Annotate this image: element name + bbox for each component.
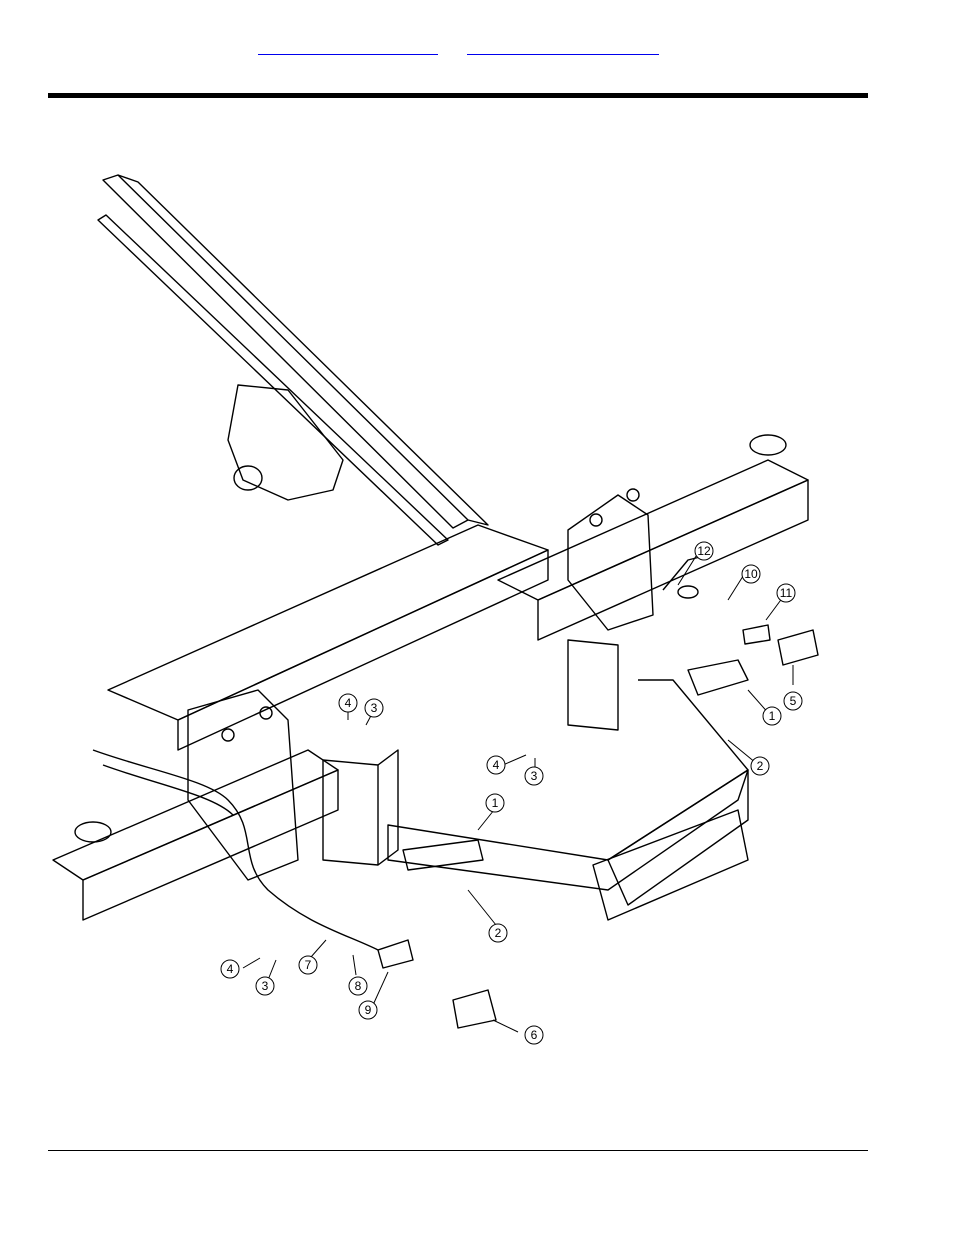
callout-4-lower: 4 — [221, 960, 239, 978]
callout-3-upper: 3 — [365, 699, 383, 717]
callout-4-middle: 4 — [487, 756, 505, 774]
callout-3-lower: 3 — [256, 977, 274, 995]
callout-6: 6 — [525, 1026, 543, 1044]
svg-text:9: 9 — [365, 1003, 372, 1017]
callout-3-middle: 3 — [525, 767, 543, 785]
callout-group: 12 10 11 5 1 2 4 3 4 3 1 2 4 3 7 8 9 6 — [221, 542, 802, 1044]
svg-text:12: 12 — [697, 544, 711, 558]
header-link-1[interactable] — [258, 36, 438, 55]
svg-text:1: 1 — [769, 709, 776, 723]
header-links — [0, 36, 954, 56]
parts-diagram: 12 10 11 5 1 2 4 3 4 3 1 2 4 3 7 8 9 6 — [48, 160, 848, 1060]
callout-9: 9 — [359, 1001, 377, 1019]
svg-text:7: 7 — [305, 958, 312, 972]
callout-4-upper: 4 — [339, 694, 357, 712]
svg-text:4: 4 — [345, 696, 352, 710]
frame-drawing: 12 10 11 5 1 2 4 3 4 3 1 2 4 3 7 8 9 6 — [48, 160, 848, 1060]
callout-2-right: 2 — [751, 757, 769, 775]
callout-1-right: 1 — [763, 707, 781, 725]
svg-text:11: 11 — [780, 586, 793, 600]
callout-5: 5 — [784, 692, 802, 710]
svg-text:4: 4 — [493, 758, 500, 772]
callout-11: 11 — [777, 584, 795, 602]
svg-text:2: 2 — [757, 759, 764, 773]
svg-text:8: 8 — [355, 979, 362, 993]
svg-text:10: 10 — [744, 567, 758, 581]
footer-rule — [48, 1150, 868, 1151]
callout-7: 7 — [299, 956, 317, 974]
svg-text:3: 3 — [371, 701, 378, 715]
callout-12: 12 — [695, 542, 713, 560]
callout-2-center: 2 — [489, 924, 507, 942]
callout-10: 10 — [742, 565, 760, 583]
svg-text:3: 3 — [262, 979, 269, 993]
svg-text:3: 3 — [531, 769, 538, 783]
svg-text:1: 1 — [492, 796, 499, 810]
svg-text:2: 2 — [495, 926, 502, 940]
svg-text:5: 5 — [790, 694, 797, 708]
svg-text:6: 6 — [531, 1028, 538, 1042]
svg-text:4: 4 — [227, 962, 234, 976]
header-rule — [48, 93, 868, 98]
header-link-2[interactable] — [467, 36, 659, 55]
callout-8: 8 — [349, 977, 367, 995]
callout-1-center: 1 — [486, 794, 504, 812]
